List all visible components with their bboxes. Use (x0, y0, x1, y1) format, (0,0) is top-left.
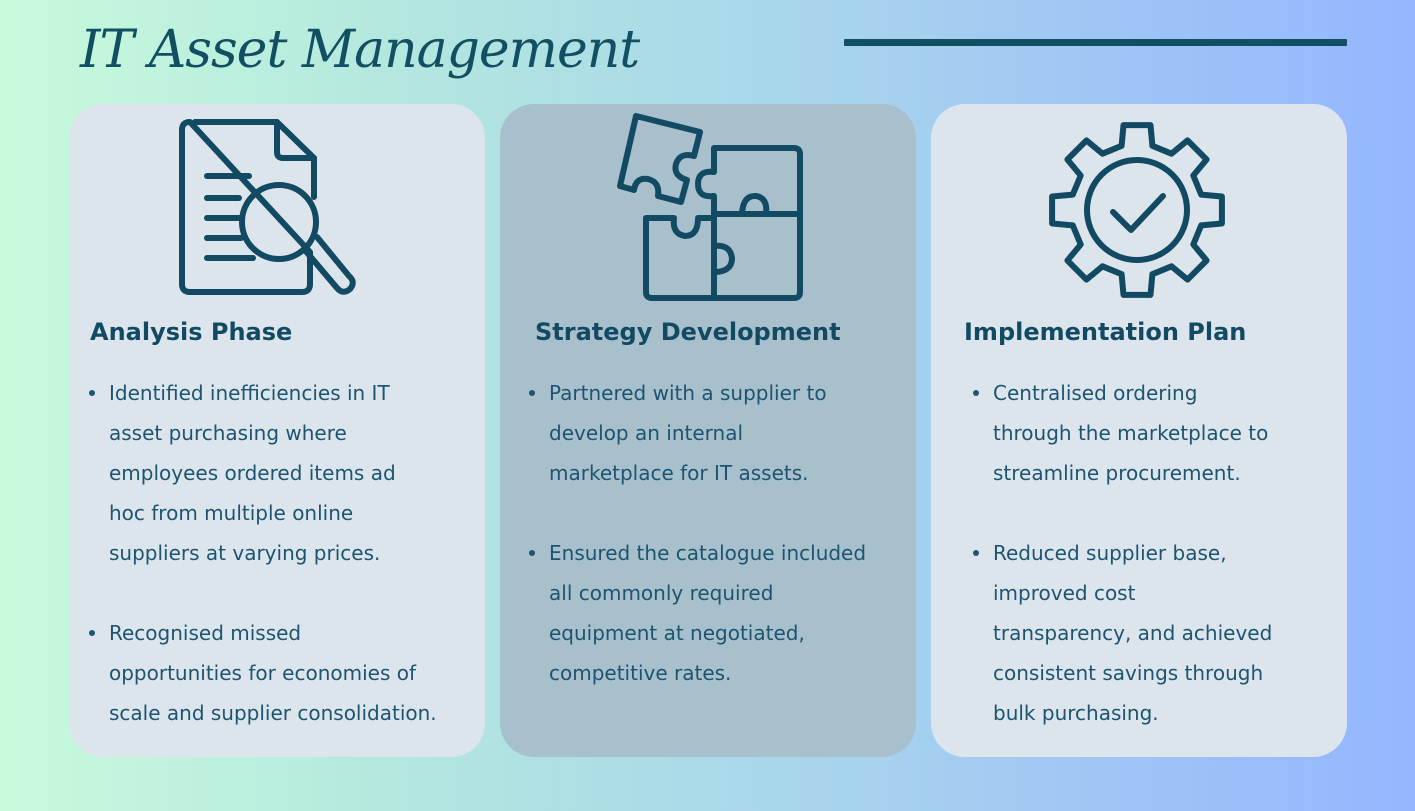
title-divider (844, 39, 1347, 46)
bullet-item: Identified inefficiencies in IT asset pu… (89, 373, 469, 573)
card-analysis-phase: Analysis Phase Identified inefficiencies… (69, 104, 485, 757)
bullet-item: Ensured the catalogue included all commo… (529, 533, 909, 693)
page-title: IT Asset Management (80, 20, 640, 80)
bullet-item: Centralised ordering through the marketp… (973, 373, 1345, 493)
card-title: Strategy Development (535, 318, 841, 346)
bullet-item: Recognised missed opportunities for econ… (89, 613, 469, 733)
puzzle-pieces-icon (610, 112, 810, 302)
bullet-list: Identified inefficiencies in IT asset pu… (89, 373, 469, 773)
gear-outline (1049, 122, 1225, 298)
bullet-item: Reduced supplier base, improved cost tra… (973, 533, 1345, 733)
document-search-icon (169, 112, 369, 302)
bullet-list: Centralised ordering through the marketp… (973, 373, 1345, 773)
bullet-item: Partnered with a supplier to develop an … (529, 373, 909, 493)
gear-check-icon (1039, 112, 1239, 302)
card-title: Implementation Plan (964, 318, 1247, 346)
bullet-list: Partnered with a supplier to develop an … (529, 373, 909, 733)
card-strategy-development: Strategy Development Partnered with a su… (500, 104, 916, 757)
card-implementation-plan: Implementation Plan Centralised ordering… (931, 104, 1347, 757)
card-title: Analysis Phase (90, 318, 293, 346)
